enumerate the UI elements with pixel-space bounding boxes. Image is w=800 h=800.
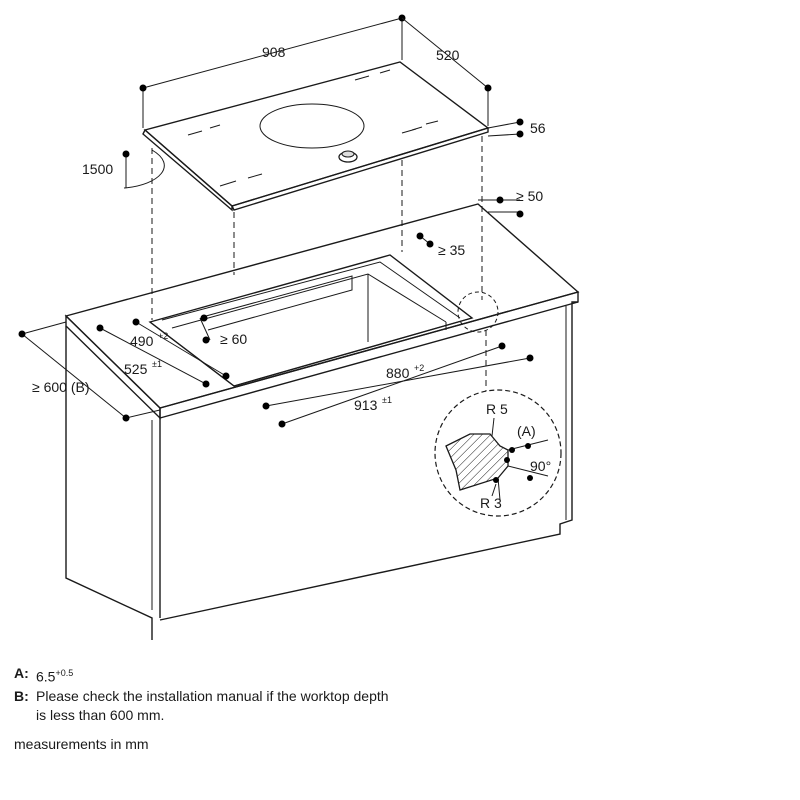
cabinet bbox=[65, 301, 578, 640]
label-angle: 90° bbox=[530, 458, 551, 474]
note-a-text: 6.5 bbox=[36, 668, 56, 685]
dimension-labels: 908 520 56 1500 ≥ 50 ≥ 35 ≥ 60 490 +2 52… bbox=[32, 44, 551, 511]
label-hob-height: 56 bbox=[530, 120, 546, 136]
label-width-inner-tol: +2 bbox=[414, 363, 424, 373]
label-side-margin: ≥ 35 bbox=[438, 242, 465, 258]
notes: A: 6.5+0.5 B: Please check the installat… bbox=[14, 664, 389, 725]
note-a-sup: +0.5 bbox=[55, 668, 74, 678]
note-b-key: B: bbox=[14, 687, 29, 704]
label-radius-top: R 5 bbox=[486, 401, 508, 417]
label-depth-outer-tol: ±1 bbox=[152, 359, 162, 369]
cooking-zone bbox=[259, 103, 365, 149]
note-a-key: A: bbox=[14, 665, 29, 681]
label-rear-clearance: ≥ 50 bbox=[516, 188, 543, 204]
label-hob-depth: 520 bbox=[436, 47, 460, 63]
power-cable bbox=[123, 149, 165, 189]
worktop bbox=[64, 203, 580, 420]
projection-lines bbox=[151, 136, 483, 320]
edge-detail bbox=[434, 291, 562, 517]
units-note: measurements in mm bbox=[14, 736, 149, 752]
label-width-outer: 913 bbox=[354, 397, 378, 413]
note-b: B: Please check the installation manual … bbox=[14, 687, 389, 706]
note-b-cont: is less than 600 mm. bbox=[36, 706, 165, 723]
installation-diagram: 908 520 56 1500 ≥ 50 ≥ 35 ≥ 60 490 +2 52… bbox=[18, 14, 580, 640]
dimension-lines bbox=[18, 14, 534, 428]
label-hob-width: 908 bbox=[262, 44, 286, 60]
label-width-outer-tol: ±1 bbox=[382, 395, 392, 405]
label-radius-bottom: R 3 bbox=[480, 495, 502, 511]
label-depth-outer: 525 bbox=[124, 361, 148, 377]
label-marker-a: (A) bbox=[517, 423, 536, 439]
label-depth-inner-tol: +2 bbox=[158, 331, 168, 341]
cooktop bbox=[123, 61, 490, 212]
label-worktop-depth: ≥ 600 (B) bbox=[32, 379, 89, 395]
label-front-clearance: ≥ 60 bbox=[220, 331, 247, 347]
note-a: A: 6.5+0.5 bbox=[14, 664, 389, 687]
note-b-text: Please check the installation manual if … bbox=[36, 687, 389, 704]
label-cable-length: 1500 bbox=[82, 161, 113, 177]
label-width-inner: 880 bbox=[386, 365, 410, 381]
label-depth-inner: 490 bbox=[130, 333, 154, 349]
note-b-cont-row: is less than 600 mm. bbox=[14, 706, 389, 725]
